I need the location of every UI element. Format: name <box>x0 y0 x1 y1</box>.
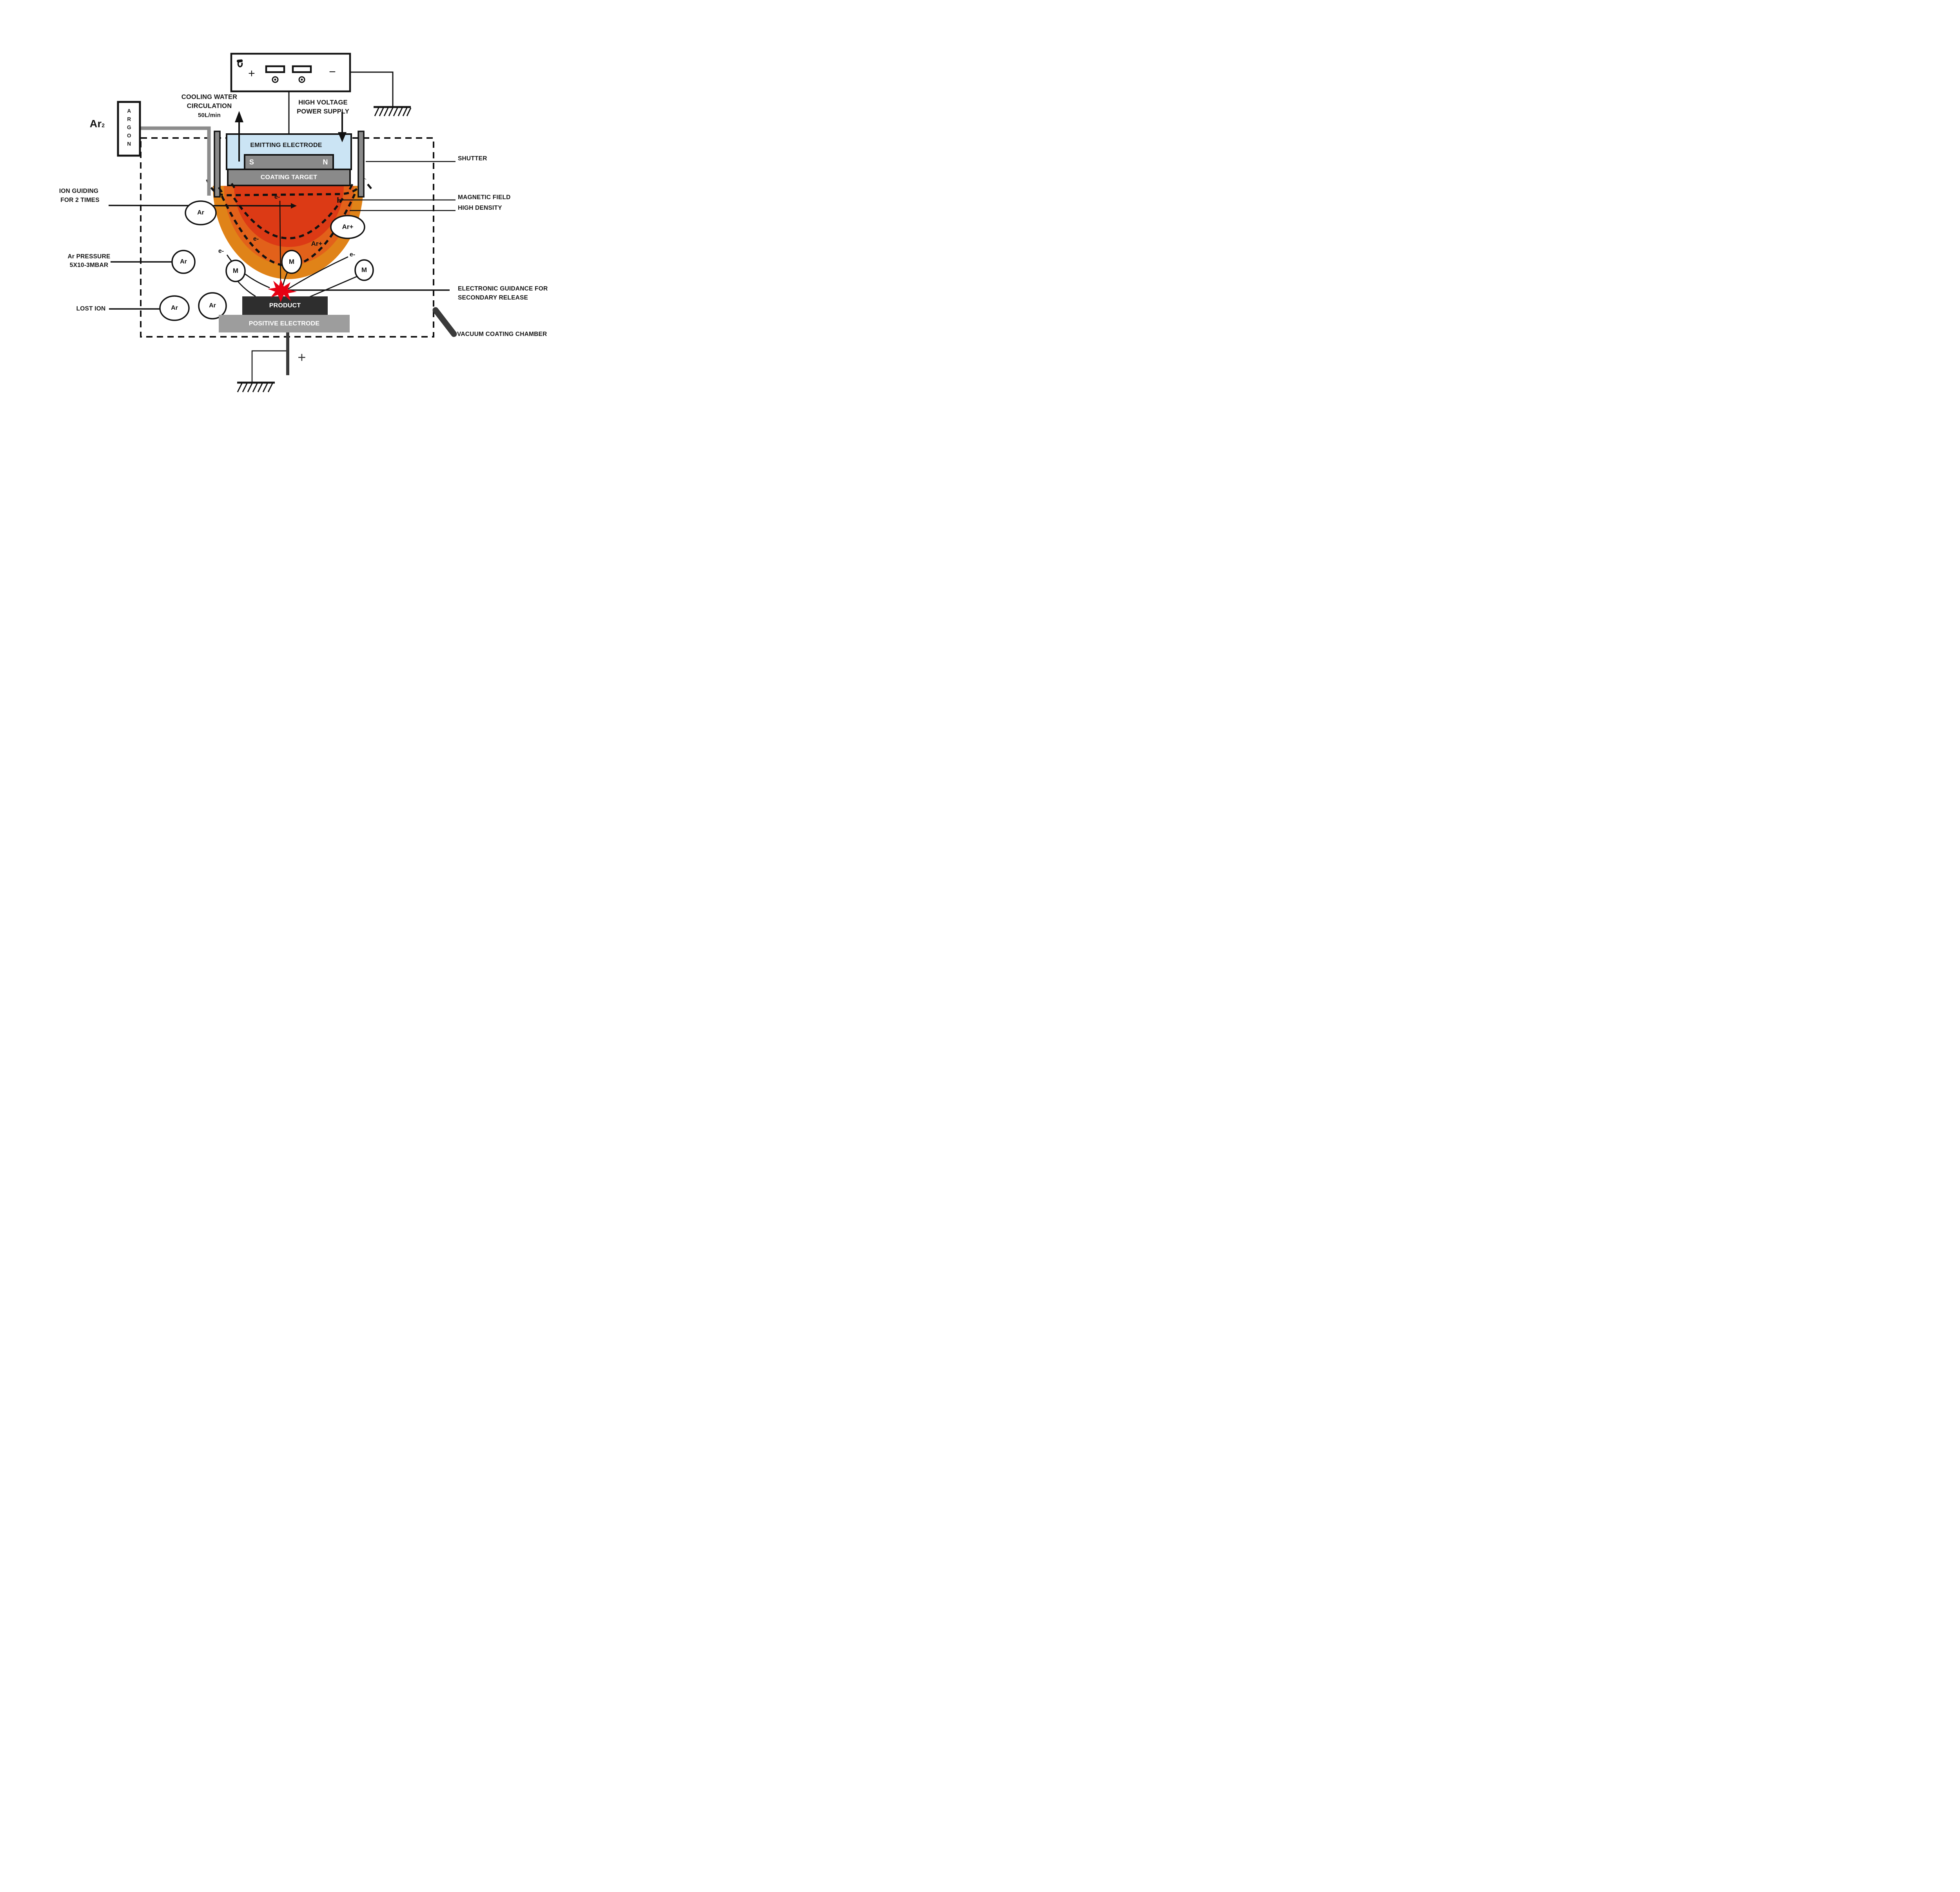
ground-symbol-bottom <box>237 350 286 392</box>
magnet-s-label: S <box>249 158 254 166</box>
electronic-guidance-line1: ELECTRONIC GUIDANCE FOR <box>458 285 548 292</box>
ground-symbol-top <box>374 106 412 116</box>
particle-bubbles <box>159 200 374 321</box>
cooling-line3: 50L/min <box>198 112 221 119</box>
bottom-plus-sign: + <box>298 349 306 365</box>
ar2-sub: 2 <box>102 122 105 129</box>
metal-atom-bubble-3 <box>354 259 374 281</box>
electrode-assembly <box>214 131 365 198</box>
positive-electrode-label: POSITIVE ELECTRODE <box>249 320 320 327</box>
ar-ion-bubble <box>330 215 365 239</box>
psu-plus-sign: + <box>248 67 255 80</box>
electron-right-label: e- <box>349 251 356 258</box>
magnetic-field-label: MAGNETIC FIELD <box>458 194 511 201</box>
power-supply-unit <box>230 53 351 93</box>
electron-left-label: e- <box>218 248 224 254</box>
lost-ion-label: LOST ION <box>76 305 106 312</box>
ar-ion-free-label: Ar+ <box>311 240 323 247</box>
metal-atom-bubble-1 <box>225 260 246 282</box>
shutter-label: SHUTTER <box>458 155 487 162</box>
chamber-handle <box>432 307 457 337</box>
electron-in-plasma-label: e- <box>253 236 259 242</box>
impact-spark <box>268 279 297 302</box>
terminal-left <box>272 76 279 83</box>
ar-atom-bubble-4 <box>198 292 227 320</box>
high-voltage-arrow <box>338 112 347 142</box>
metal-atom-bubble-2 <box>281 250 302 274</box>
power-wires <box>288 71 394 135</box>
ion-guiding-arrowhead <box>291 203 297 209</box>
ar-atom-bubble-2 <box>171 250 196 274</box>
magnet-n-label: N <box>323 158 328 166</box>
terminal-right <box>298 76 305 83</box>
hv-line2: POWER SUPPLY <box>297 108 349 115</box>
high-density-label: HIGH DENSITY <box>458 205 502 212</box>
ar-atom-label-1: Ar <box>197 209 204 216</box>
vacuum-chamber-label: VACUUM COATING CHAMBER <box>457 331 547 338</box>
coating-target-box <box>227 169 351 186</box>
ar2-main: Ar <box>89 118 102 130</box>
electron-path-line <box>279 200 281 290</box>
emitting-electrode-label: EMITTING ELECTRODE <box>250 142 322 149</box>
ar-atom-label-2: Ar <box>180 258 187 265</box>
magnet-bar <box>244 154 334 170</box>
ar2-label: Ar2 <box>90 118 105 130</box>
diagram-artwork <box>108 53 457 392</box>
power-key-icon <box>237 59 243 67</box>
meter-window-right <box>292 65 312 73</box>
ar-atom-bubble-3 <box>159 295 190 321</box>
meter-window-left <box>265 65 285 73</box>
product-box <box>242 296 328 315</box>
argon-pipe <box>140 126 211 196</box>
shutter-left <box>214 131 221 198</box>
ar-pressure-line1: Ar PRESSURE <box>67 253 111 260</box>
hv-line1: HIGH VOLTAGE <box>298 99 348 106</box>
sputter-fragments <box>218 183 372 193</box>
argon-source-box <box>117 101 141 157</box>
electron-top-label: e- <box>274 194 280 200</box>
ar-atom-label-3: Ar <box>171 305 178 311</box>
cooling-line1: COOLING WATER <box>181 93 238 101</box>
ar-ion-bubble-label: Ar+ <box>342 223 354 231</box>
ion-guiding-line1: ION GUIDING <box>59 188 99 195</box>
ar-atom-bubble-1 <box>185 200 217 225</box>
metal-atom-label-2: M <box>289 258 295 265</box>
shutter-right <box>358 131 365 198</box>
ion-guiding-line2: FOR 2 TIMES <box>60 197 100 204</box>
ar-pressure-line2: 5X10-3MBAR <box>69 262 109 269</box>
metal-atom-label-1: M <box>232 267 239 274</box>
electrode-stem <box>286 332 289 375</box>
metal-atom-label-3: M <box>361 266 367 274</box>
positive-electrode-box <box>219 315 350 332</box>
cooling-water-arrow <box>235 111 243 162</box>
coating-target-label: COATING TARGET <box>260 174 318 181</box>
psu-minus-sign: − <box>329 65 336 78</box>
cooling-line2: CIRCULATION <box>187 102 232 110</box>
argon-box-label: ARGON <box>126 108 132 149</box>
sputtering-diagram: + − COOLING WATER CIRCULATION 50L/min HI… <box>0 0 627 441</box>
ar-atom-label-4: Ar <box>209 302 216 309</box>
product-label: PRODUCT <box>269 302 301 309</box>
electronic-guidance-line2: SECONDARY RELEASE <box>458 294 528 301</box>
